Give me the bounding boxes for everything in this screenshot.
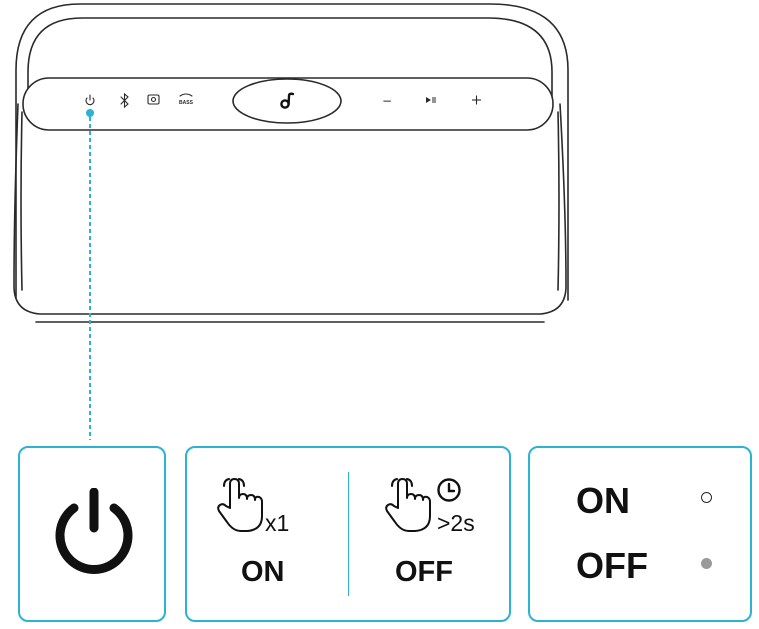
power-icon: [85, 94, 95, 106]
partycast-icon: [147, 94, 160, 105]
speaker-handle: [15, 3, 569, 301]
bluetooth-icon: [120, 92, 129, 109]
clock-icon: [437, 478, 461, 502]
led-off-filled-circle-icon: [701, 558, 712, 569]
volume-up-icon: [472, 95, 481, 105]
speaker-side-left: [20, 111, 23, 291]
press-count-label: x1: [265, 510, 290, 536]
hand-press-icon: [217, 478, 263, 532]
play-pause-icon: [426, 97, 436, 103]
hold-duration-label: >2s: [437, 510, 475, 536]
leader-dot: [86, 109, 94, 117]
volume-down-symbol: −: [382, 94, 392, 108]
power-button-panel: [18, 446, 166, 622]
led-indicator-panel: ON OFF: [528, 446, 752, 622]
off-action-label: OFF: [395, 556, 453, 588]
speaker-handle-inner: [27, 17, 553, 115]
power-gesture-panel: x1 ON >2s OFF: [185, 446, 511, 622]
led-on-empty-circle-icon: [701, 492, 712, 503]
speaker-side-right: [557, 111, 560, 291]
on-action-label: ON: [241, 556, 285, 588]
indicator-off-label: OFF: [576, 545, 648, 586]
hand-press-icon: [385, 478, 431, 532]
soundcore-logo: [280, 92, 295, 109]
power-icon: [55, 488, 133, 574]
bass-icon: [179, 93, 193, 97]
speaker-illustration: BASS −: [13, 3, 569, 440]
bass-label: BASS: [179, 100, 194, 106]
speaker-body: [13, 103, 567, 315]
gesture-divider: [348, 472, 349, 596]
indicator-on-label: ON: [576, 480, 630, 521]
